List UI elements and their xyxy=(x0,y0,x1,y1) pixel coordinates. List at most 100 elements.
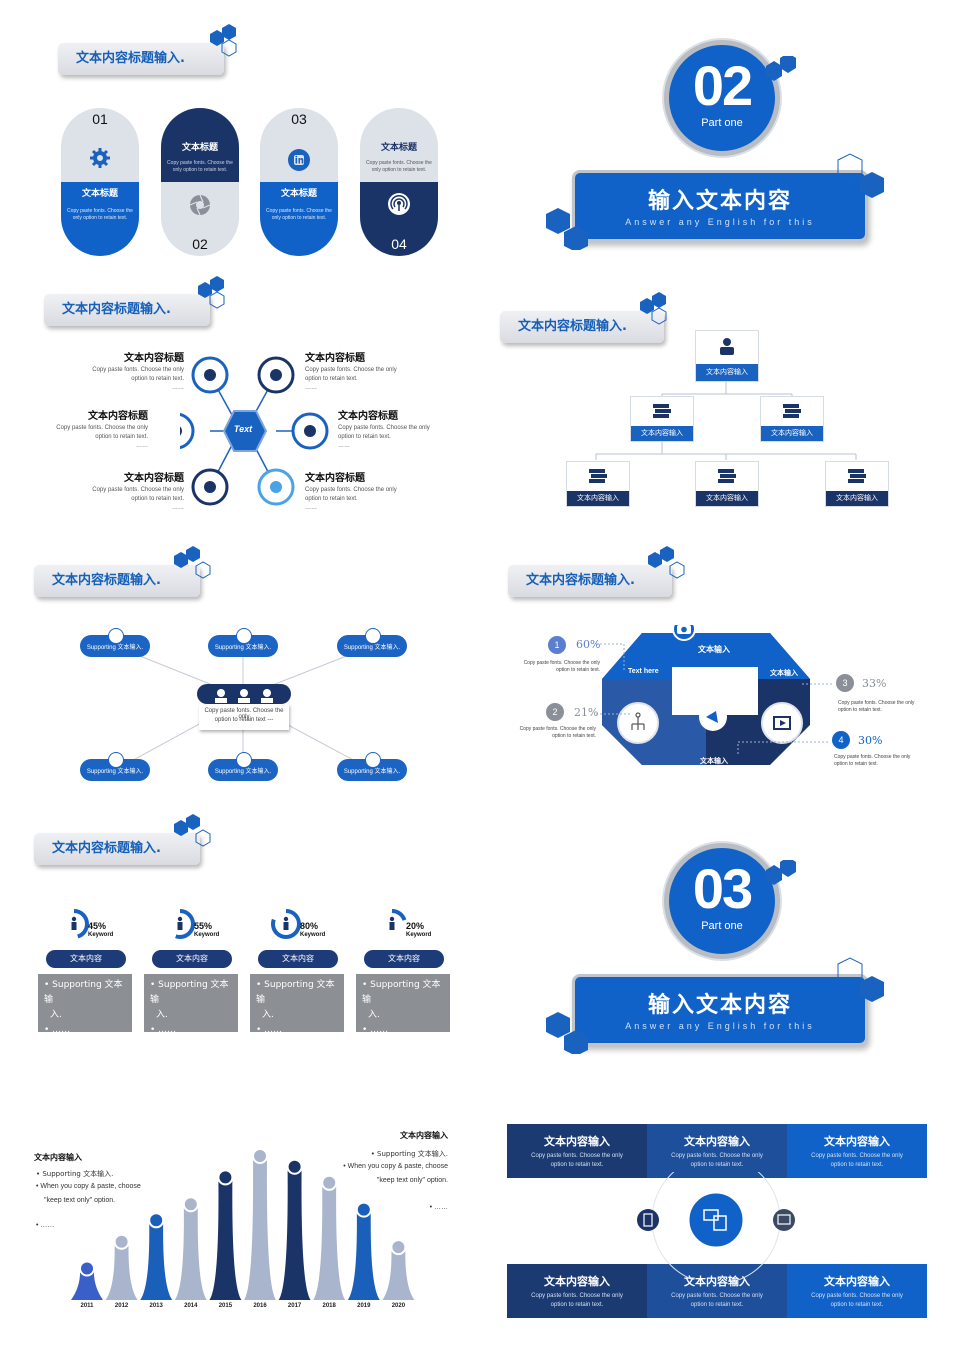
hub-item-title: 文本内容标题 xyxy=(124,353,184,364)
keyword-box-line: • …… xyxy=(150,1025,177,1035)
diagram-right-label: 文本输入 xyxy=(770,669,798,677)
network-node[interactable]: Supporting 文本输入. xyxy=(337,752,407,781)
book-stack-icon xyxy=(653,404,671,418)
octagon-diagram xyxy=(602,625,810,765)
person-icon xyxy=(720,338,734,355)
pill-desc: Copy paste fonts. Choose the only option… xyxy=(366,160,432,173)
hub-item-title: 文本内容标题 xyxy=(88,411,148,422)
network-node[interactable]: Supporting 文本输入. xyxy=(337,628,407,657)
bar-cap-2013 xyxy=(148,1212,165,1229)
pill-card-3[interactable]: 03 文本标题 Copy paste fonts. Choose the onl… xyxy=(260,108,338,256)
grid-cell-title: 文本内容输入 xyxy=(824,1135,890,1148)
pill-number: 04 xyxy=(391,236,407,252)
pill-card-2[interactable]: 文本标题 Copy paste fonts. Choose the only o… xyxy=(161,108,239,256)
keyword-pill[interactable]: 文本内容 xyxy=(46,950,126,968)
bar-cap-2018 xyxy=(321,1174,338,1191)
hub-dots: …… xyxy=(136,443,148,449)
network-node[interactable]: Supporting 文本输入. xyxy=(80,628,150,657)
hub-item-desc: Copy paste fonts. Choose the only option… xyxy=(305,367,397,382)
stat-circle-2: 2 xyxy=(546,703,564,721)
hub-dots: …… xyxy=(305,505,317,511)
org-node-label: 文本内容输入 xyxy=(631,426,693,441)
linkedin-icon xyxy=(288,149,310,171)
section-title-tab: 文本内容标题输入. xyxy=(44,294,210,326)
aperture-icon xyxy=(189,194,211,216)
hub-item-desc: Copy paste fonts. Choose the only option… xyxy=(92,487,184,502)
hub-item-title: 文本内容标题 xyxy=(338,411,398,422)
bar-cap-2019 xyxy=(355,1201,372,1218)
keyword-pill[interactable]: 文本内容 xyxy=(258,950,338,968)
keyword-pct: 20% xyxy=(406,921,425,931)
network-center-desc: option to retain text --- xyxy=(214,717,274,723)
section-title-box: 输入文本内容 Answer any English for this xyxy=(572,170,868,242)
diagram-top-label: 文本输入 xyxy=(698,645,730,654)
pill-card-4[interactable]: 文本标题 Copy paste fonts. Choose the only o… xyxy=(360,108,438,256)
section-number-badge: 02 Part one xyxy=(664,40,780,156)
desc-line: Copy paste fonts. Choose the only xyxy=(811,1293,903,1299)
hexagon-decoration xyxy=(546,957,884,1054)
section-english: Answer any English for this xyxy=(625,217,815,227)
pill-label: 文本标题 xyxy=(280,189,317,199)
network-node[interactable]: Supporting 文本输入. xyxy=(208,628,278,657)
network-node[interactable]: Supporting 文本输入. xyxy=(208,752,278,781)
stat-pct-4: 30% xyxy=(858,734,883,747)
keyword-box: • Supporting 文本输入.• …… xyxy=(356,974,450,1035)
keyword-pill[interactable]: 文本内容 xyxy=(152,950,232,968)
org-node[interactable]: 文本内容输入 xyxy=(760,396,824,442)
section-number: 03 xyxy=(692,857,753,920)
pill-label: 文本标题 xyxy=(380,143,417,153)
network-node[interactable]: Supporting 文本输入. xyxy=(80,752,150,781)
diagram-left-label: Text here xyxy=(628,668,659,675)
hub-dots: …… xyxy=(338,443,350,449)
keyword-pill[interactable]: 文本内容 xyxy=(364,950,444,968)
progress-ring xyxy=(377,909,407,939)
book-stack-icon xyxy=(718,469,736,483)
bar-chart xyxy=(71,1148,415,1300)
org-node[interactable]: 文本内容输入 xyxy=(695,461,759,507)
pill-card-1[interactable]: 01 文本标题 Copy paste fonts. Choose the onl… xyxy=(61,108,139,256)
org-node[interactable]: 文本内容输入 xyxy=(630,396,694,442)
pill-desc: Copy paste fonts. Choose the only option… xyxy=(266,208,332,221)
hub-item-desc: Copy paste fonts. Choose the only option… xyxy=(305,487,397,502)
org-node[interactable]: 文本内容输入 xyxy=(825,461,889,507)
keyword-label: Keyword xyxy=(406,932,432,938)
bar-2011 xyxy=(71,1268,103,1300)
network-center[interactable]: Copy paste fonts. Choose the only option… xyxy=(197,684,291,730)
bars-right-title: 文本内容输入 xyxy=(400,1131,448,1140)
pill-desc: Copy paste fonts. Choose the only option… xyxy=(67,208,133,221)
bars-right-bullet: • Supporting 文本输入. xyxy=(370,1150,448,1158)
people-icon xyxy=(215,689,273,703)
section-title-tab: 文本内容标题输入. xyxy=(508,565,672,597)
bar-year-label: 2011 xyxy=(80,1303,94,1309)
org-node[interactable]: 文本内容输入 xyxy=(566,461,630,507)
keyword-box-line: • …… xyxy=(256,1025,283,1035)
keyword-box-line: 入. xyxy=(50,1010,62,1020)
bars-left-title: 文本内容输入 xyxy=(34,1153,82,1162)
keyword-box: • Supporting 文本输入.• …… xyxy=(250,974,344,1035)
pill-number: 03 xyxy=(291,111,307,127)
bar-2020 xyxy=(382,1247,415,1300)
keyword-pct: 80% xyxy=(300,921,319,931)
keyword-box: • Supporting 文本输入.• …… xyxy=(38,974,132,1035)
section-title-tab: 文本内容标题输入. xyxy=(34,565,200,597)
org-node[interactable]: 文本内容输入 xyxy=(695,330,759,382)
bar-year-label: 2019 xyxy=(357,1303,371,1309)
network-node-label: Supporting 文本输入. xyxy=(214,769,272,775)
stat-desc-2: Copy paste fonts. Choose the only option… xyxy=(519,726,596,739)
bars-right-bullet: • When you copy & paste, choose xyxy=(343,1163,448,1170)
bar-year-label: 2020 xyxy=(391,1303,406,1309)
hexagon-decoration xyxy=(174,546,211,579)
bar-cap-2016 xyxy=(252,1148,268,1164)
keyword-box-line: • …… xyxy=(44,1025,71,1035)
stat-circle-3: 3 xyxy=(836,674,854,692)
org-chart-lines xyxy=(595,380,857,460)
pill-number: 01 xyxy=(92,111,108,127)
hexagon-decoration xyxy=(174,814,211,847)
